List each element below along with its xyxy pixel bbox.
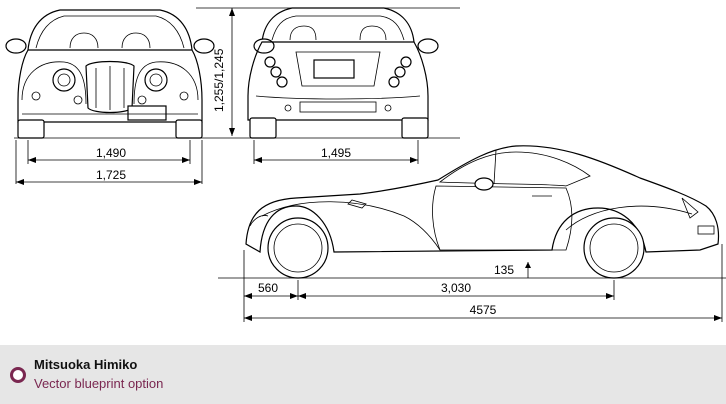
- wheelbase-label: 3,030: [441, 281, 471, 295]
- rear-view: [247, 7, 439, 139]
- car-blueprint: 1,490 1,725 1,255/1,245 1,495 135 560 3,…: [5, 7, 726, 322]
- caption-title: Mitsuoka Himiko: [34, 357, 138, 372]
- front-view: [5, 9, 215, 139]
- ground-clearance-label: 135: [494, 263, 514, 277]
- front-track-label: 1,490: [96, 146, 126, 160]
- dimension-lines: [14, 7, 726, 322]
- front-width-label: 1,725: [96, 168, 126, 182]
- height-label: 1,255/1,245: [212, 48, 226, 112]
- length-label: 4575: [470, 303, 497, 317]
- bullet-ring-icon: [10, 367, 26, 383]
- caption-subtitle: Vector blueprint option: [34, 376, 164, 391]
- caption-bar: Mitsuoka Himiko Vector blueprint option: [0, 345, 726, 404]
- rear-track-label: 1,495: [321, 146, 351, 160]
- side-view: [245, 145, 720, 279]
- front-overhang-label: 560: [258, 281, 278, 295]
